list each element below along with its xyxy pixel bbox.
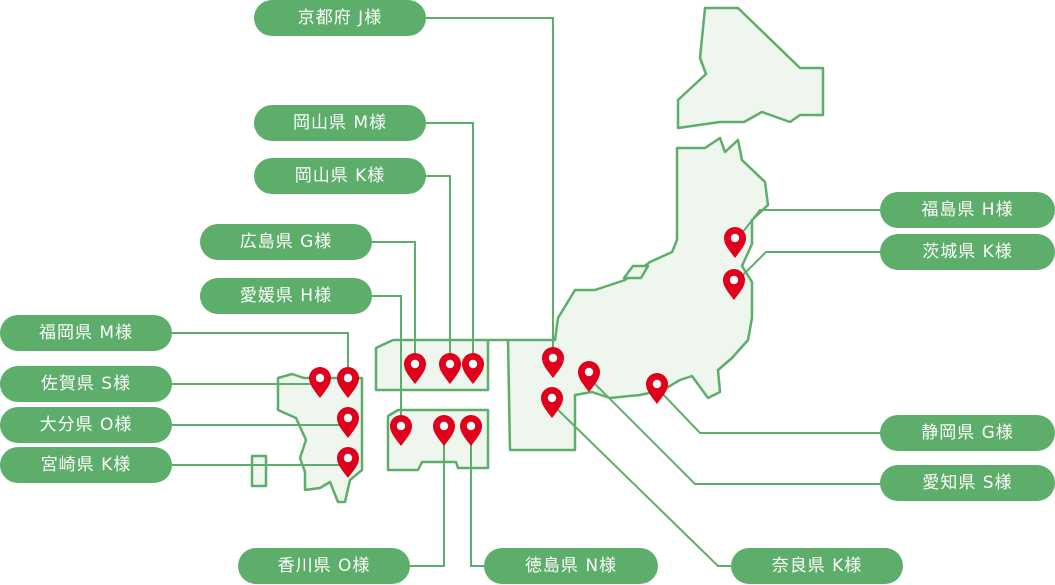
leader-line-shizuoka-g: [656, 387, 880, 434]
map-pin-kagawa-o[interactable]: [433, 415, 455, 446]
map-pin-oita-o[interactable]: [337, 407, 359, 438]
leader-line-aichi-s: [588, 377, 880, 485]
label-okayama-m[interactable]: 岡山県 M様: [254, 105, 426, 141]
label-kagawa-o[interactable]: 香川県 O様: [238, 548, 410, 584]
leader-line-fukushima-h: [734, 209, 880, 243]
map-pin-fukuoka-m[interactable]: [337, 367, 359, 398]
leader-line-tokushima-n: [470, 430, 484, 567]
label-kyoto-j[interactable]: 京都府 J様: [254, 0, 426, 36]
map-pin-tokushima-n[interactable]: [460, 415, 482, 446]
map-pin-shizuoka-g[interactable]: [646, 373, 668, 404]
label-shizuoka-g[interactable]: 静岡県 G様: [880, 415, 1055, 451]
leader-line-fukuoka-m: [172, 332, 349, 382]
label-aichi-s[interactable]: 愛知県 S様: [880, 465, 1055, 501]
leader-line-okayama-m: [426, 122, 474, 368]
landmass-hokkaido: [676, 6, 825, 130]
label-ibaraki-k[interactable]: 茨城県 K様: [880, 234, 1055, 270]
label-okayama-k[interactable]: 岡山県 K様: [254, 158, 426, 194]
location-pins: [309, 227, 746, 478]
label-tokushima-n[interactable]: 徳島県 N様: [484, 548, 658, 584]
label-fukuoka-m[interactable]: 福岡県 M様: [0, 315, 172, 351]
map-pin-aichi-s[interactable]: [578, 361, 600, 392]
leader-line-ehime-h: [372, 295, 402, 430]
map-pin-okayama-k[interactable]: [439, 353, 461, 384]
leader-line-ibaraki-k: [733, 251, 880, 285]
label-saga-s[interactable]: 佐賀県 S様: [0, 366, 172, 402]
map-pin-fukushima-h[interactable]: [724, 227, 746, 258]
label-nara-k[interactable]: 奈良県 K様: [731, 548, 903, 584]
map-pin-ibaraki-k[interactable]: [723, 269, 745, 300]
leader-line-hiroshima-g: [372, 241, 416, 368]
label-miyazaki-k[interactable]: 宮崎県 K様: [0, 447, 172, 483]
map-pin-kyoto-j[interactable]: [542, 347, 564, 378]
label-hiroshima-g[interactable]: 広島県 G様: [200, 224, 372, 260]
map-pin-saga-s[interactable]: [309, 367, 331, 398]
leader-lines: [172, 17, 880, 567]
map-pin-okayama-m[interactable]: [462, 353, 484, 384]
leader-line-kyoto-j: [426, 17, 554, 362]
map-pin-miyazaki-k[interactable]: [337, 447, 359, 478]
landmass-sado-island: [622, 264, 650, 280]
map-pin-ehime-h[interactable]: [390, 415, 412, 446]
label-ehime-h[interactable]: 愛媛県 H様: [200, 278, 372, 314]
landmass-tanegashima: [250, 454, 268, 488]
map-pin-hiroshima-g[interactable]: [404, 353, 426, 384]
label-fukushima-h[interactable]: 福島県 H様: [880, 192, 1055, 228]
leader-line-kagawa-o: [410, 430, 445, 567]
map-pin-nara-k[interactable]: [541, 387, 563, 418]
landmass-honshu: [374, 136, 770, 452]
leader-line-nara-k: [551, 403, 731, 567]
label-oita-o[interactable]: 大分県 O様: [0, 407, 172, 443]
leader-line-okayama-k: [426, 175, 451, 368]
